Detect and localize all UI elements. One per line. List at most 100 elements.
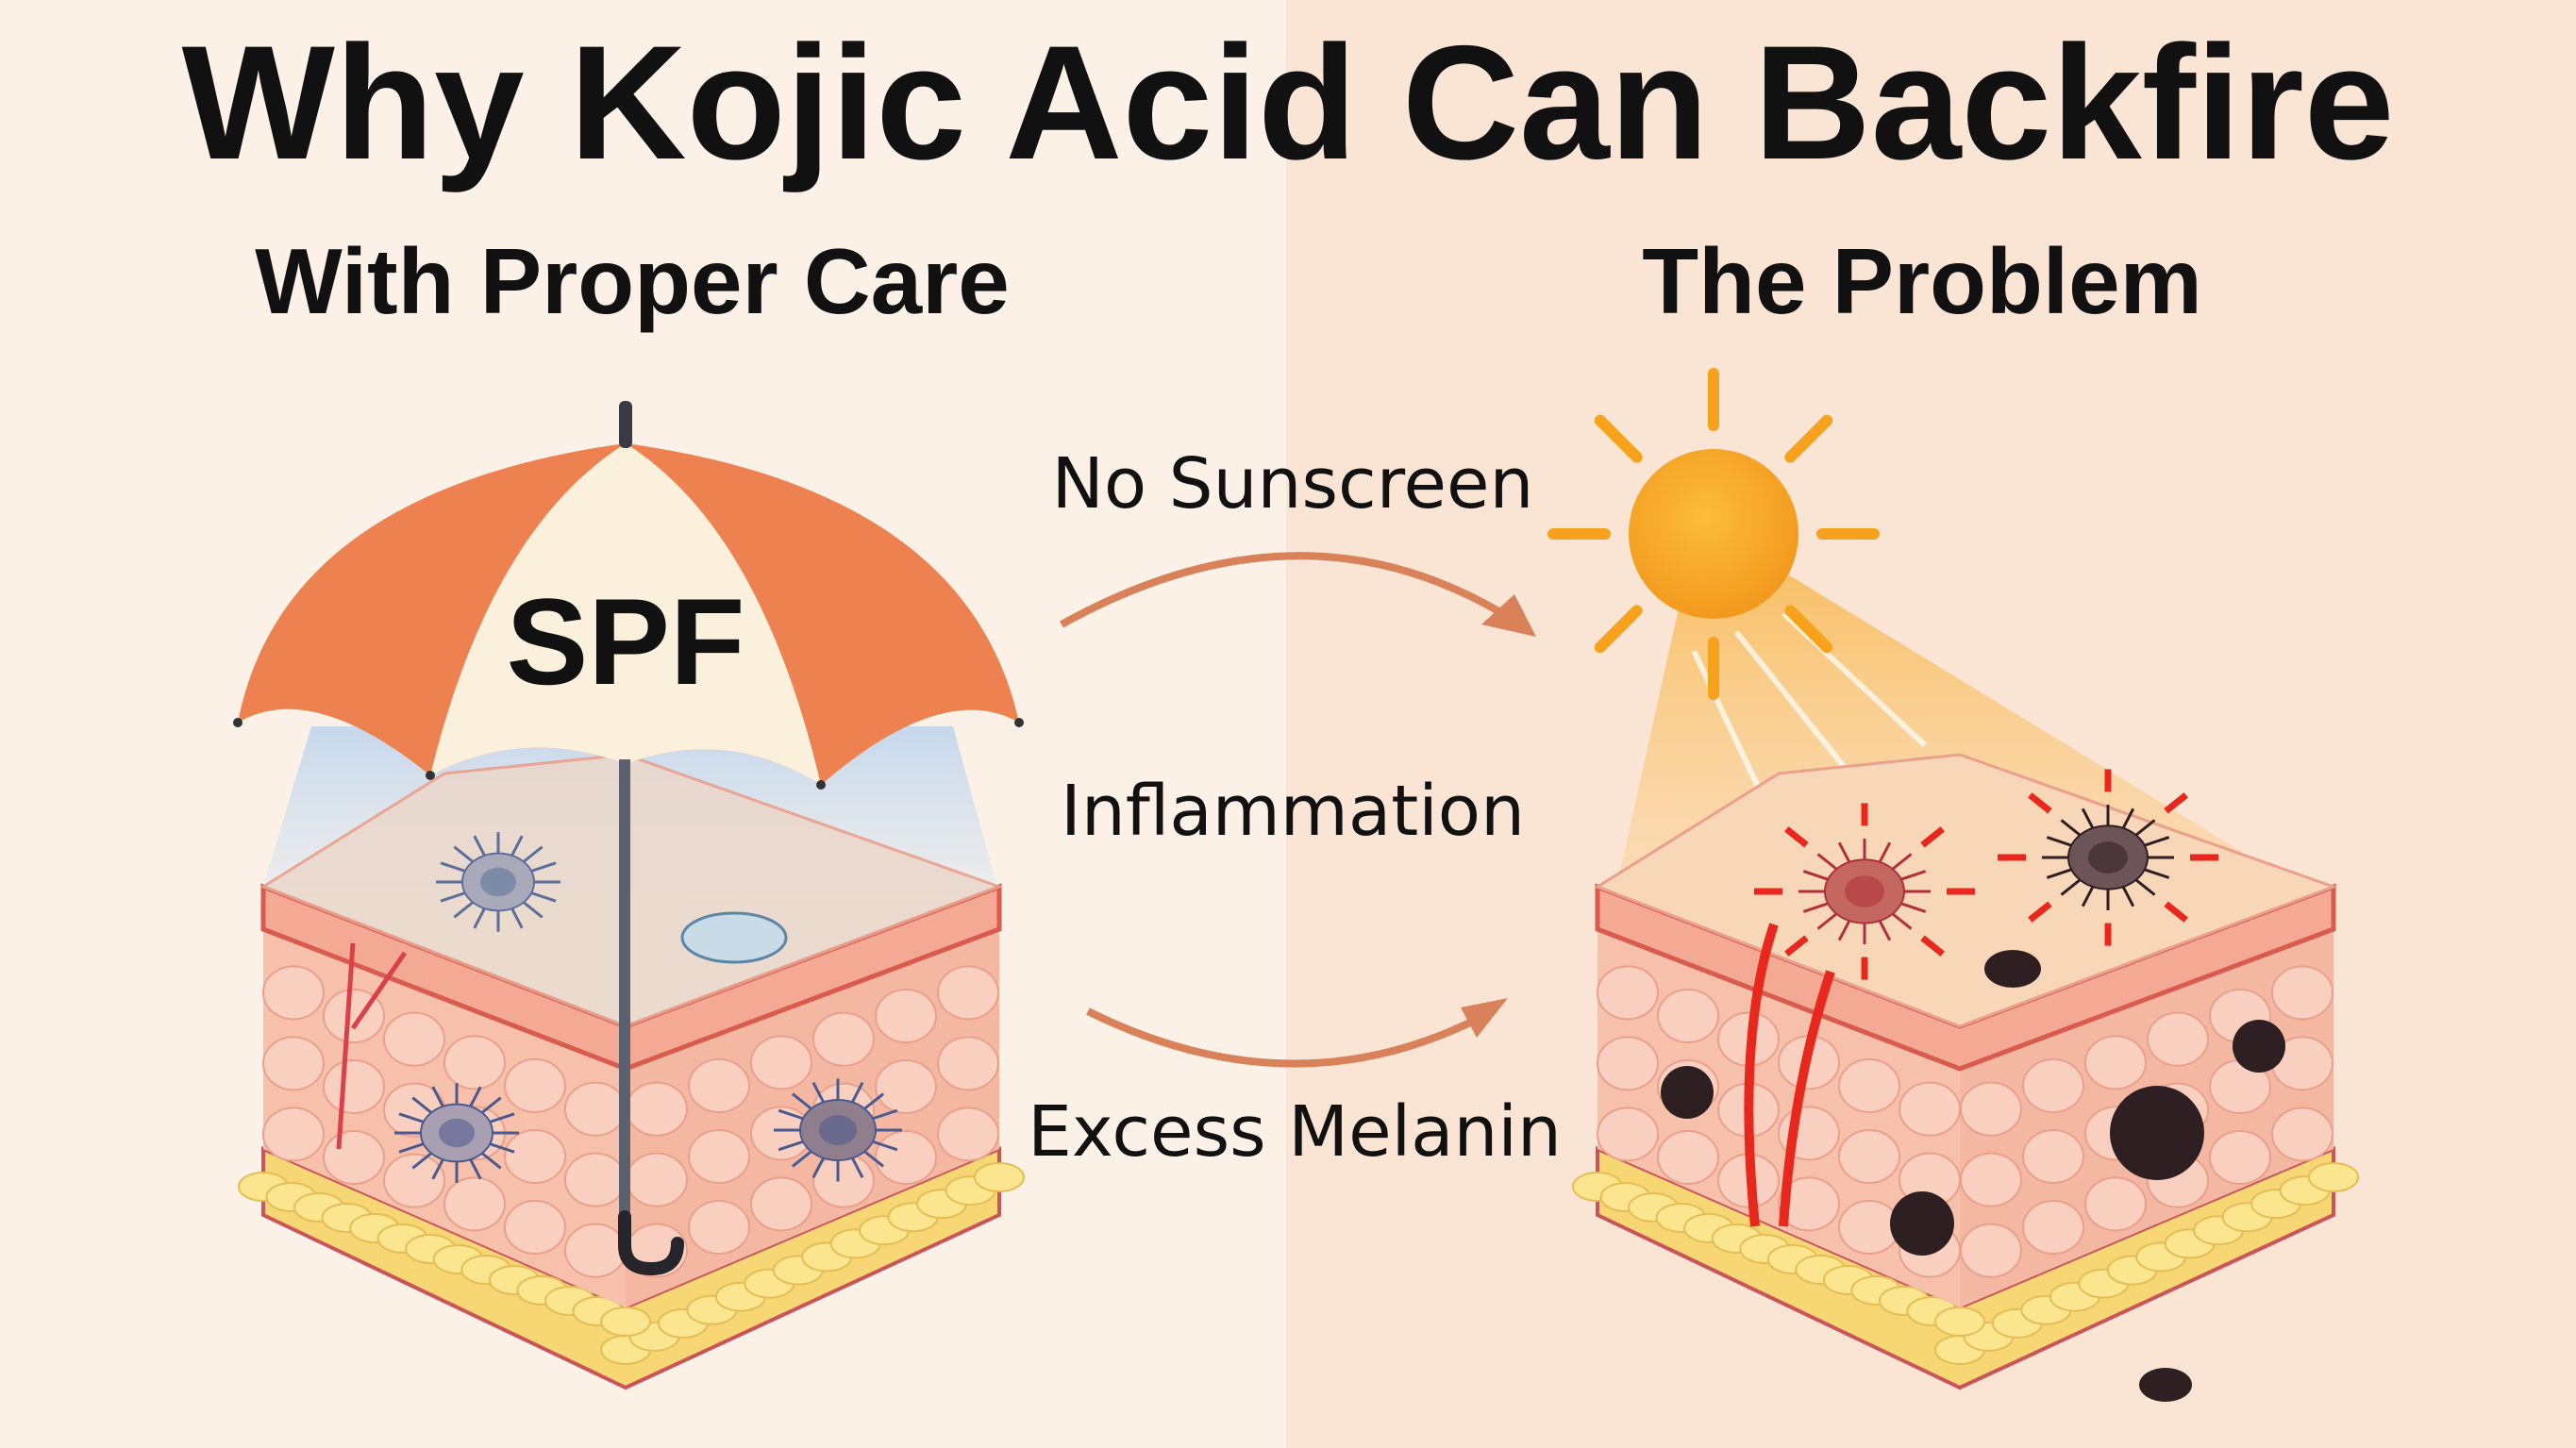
skin-cell — [1960, 1223, 2022, 1278]
sun-icon — [1547, 368, 1880, 700]
skin-surface — [259, 753, 1004, 1028]
cell-dendrite — [530, 891, 557, 903]
skin-cell — [2209, 1130, 2271, 1185]
arrow-right-top-icon — [1060, 552, 1536, 637]
cell-dendrite — [2144, 836, 2170, 847]
cell-dendrite — [1878, 920, 1892, 941]
cell-dendrite — [2121, 807, 2135, 829]
cell-dendrite — [2060, 819, 2082, 837]
skin-cell — [383, 1011, 445, 1067]
cell-dendrite — [440, 891, 466, 903]
fat-cell — [1934, 1307, 1985, 1337]
skin-cell — [2084, 1176, 2147, 1232]
cell-dendrite — [850, 1157, 864, 1178]
cell-nucleus — [1845, 875, 1884, 907]
cell-dendrite — [411, 1152, 433, 1170]
left-illustration — [238, 726, 1025, 1390]
skin-cell — [626, 1081, 688, 1137]
skin-cell — [937, 965, 999, 1021]
cell-dendrite — [1802, 870, 1829, 881]
cell-dendrite — [398, 1112, 425, 1123]
skin-cell — [2022, 1200, 2084, 1255]
right-illustration — [1547, 368, 2359, 1402]
inflamed-vessel — [1744, 923, 1835, 1227]
skin-cell — [875, 1059, 937, 1114]
melanin-spot — [1890, 1191, 1954, 1256]
arrow-right-bottom-icon — [1086, 998, 1508, 1068]
cell-dendrite — [440, 861, 466, 873]
skin-cell — [1899, 1081, 1961, 1137]
cell-dendrite — [2121, 886, 2135, 907]
cell-dendrite — [469, 1158, 482, 1180]
cell-dendrite — [778, 1108, 804, 1121]
left-heading: With Proper Care — [255, 229, 1010, 333]
right-heading: The Problem — [1642, 229, 2202, 333]
cell-nucleus — [819, 1115, 857, 1145]
skin-cell — [937, 1107, 999, 1162]
cell-dendrite — [522, 901, 544, 919]
cell-dendrite — [431, 1158, 444, 1180]
cell-dendrite — [2046, 868, 2072, 879]
cell-dendrite — [791, 1150, 812, 1168]
cell-dendrite — [489, 1142, 515, 1154]
cell-dendrite — [2046, 836, 2072, 847]
label-no-sunscreen: No Sunscreen — [1052, 443, 1534, 524]
skin-cell — [812, 1011, 875, 1067]
fat-cell — [974, 1162, 1025, 1192]
cell-dendrite — [411, 1096, 433, 1114]
skin-cell — [262, 1036, 325, 1091]
skin-cell — [1778, 1176, 1840, 1232]
skin-cell — [875, 1130, 937, 1185]
cell-dendrite — [453, 901, 475, 919]
cell-dendrite — [1802, 902, 1829, 913]
skin-cell — [1838, 1058, 1900, 1113]
cell-dendrite — [872, 1140, 898, 1152]
skin-cell — [937, 1036, 999, 1091]
skin-cell — [750, 1176, 812, 1232]
melanin-spot — [1984, 950, 2041, 988]
skin-cell — [383, 1153, 445, 1208]
skin-cell — [504, 1058, 566, 1113]
cell-nucleus — [439, 1118, 475, 1148]
skin-cell — [564, 1081, 627, 1137]
skin-cell — [504, 1200, 566, 1255]
skin-cell — [1657, 1130, 1719, 1185]
skin-cell — [1597, 1107, 1659, 1162]
cell-dendrite — [1816, 912, 1838, 930]
cell-dendrite — [2060, 878, 2082, 896]
cell-dendrite — [510, 907, 524, 929]
cell-dendrite — [1891, 912, 1913, 930]
label-inflammation: Inflammation — [1061, 771, 1525, 852]
inflammation-spark — [2164, 792, 2188, 814]
cell-dendrite — [473, 835, 486, 857]
cell-dendrite — [2134, 819, 2156, 837]
skin-cell — [1960, 1152, 2022, 1207]
cell-dendrite — [1816, 853, 1838, 871]
cell-dendrite — [850, 1082, 864, 1104]
skin-cell — [750, 1035, 812, 1090]
inflammation-spark — [2028, 901, 2052, 923]
cell-dendrite — [431, 1086, 444, 1107]
cell-dendrite — [811, 1157, 826, 1178]
skin-cell — [443, 1035, 506, 1090]
skin-cell — [2022, 1058, 2084, 1113]
cell-dendrite — [473, 907, 486, 929]
sun-ray — [1784, 414, 1833, 463]
inflammation-spark — [1784, 935, 1809, 957]
cell-dendrite — [1837, 841, 1851, 863]
cell-dendrite — [480, 1096, 502, 1114]
skin-cell — [323, 1130, 385, 1185]
skin-cell — [262, 965, 325, 1021]
cell-dendrite — [530, 861, 557, 873]
cell-dendrite — [863, 1092, 885, 1110]
inflammation-spark — [2028, 792, 2052, 814]
skin-cell — [564, 1152, 627, 1207]
inflammation-spark — [1920, 826, 1945, 848]
skin-cell — [2271, 965, 2333, 1021]
skin-cell — [2147, 1011, 2209, 1067]
cell-dendrite — [1900, 902, 1927, 913]
spf-label: SPF — [507, 573, 745, 710]
inflammation-spark — [1920, 935, 1945, 957]
cell-dendrite — [510, 835, 524, 857]
skin-cell — [688, 1058, 750, 1113]
